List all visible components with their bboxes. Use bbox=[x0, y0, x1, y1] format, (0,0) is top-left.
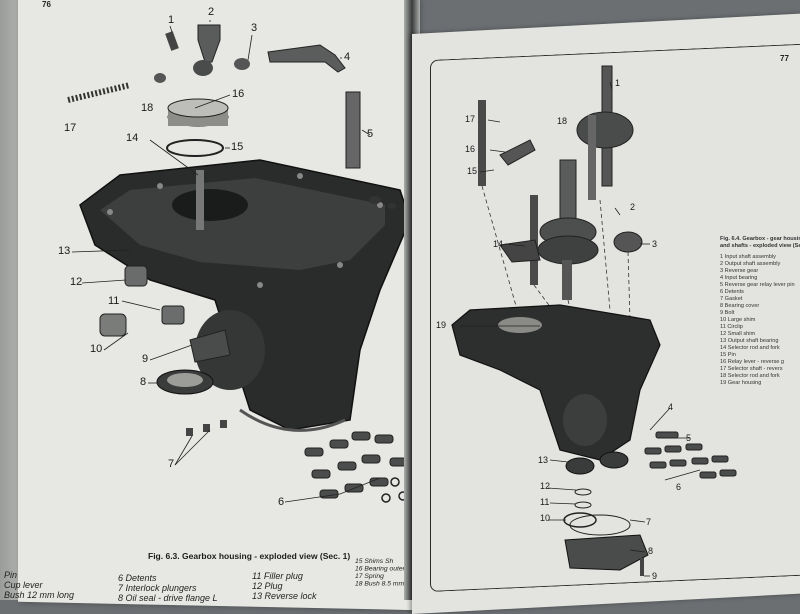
right-page-number: 77 bbox=[780, 54, 789, 63]
legend-item: 3 Reverse gear bbox=[720, 268, 759, 274]
legend-item: 9 Bolt bbox=[720, 310, 735, 316]
left-callout-16: 16 bbox=[232, 88, 245, 100]
right-callout-5: 5 bbox=[686, 433, 692, 443]
right-callout-1: 1 bbox=[615, 78, 621, 88]
legend-item: 15 Pin bbox=[720, 352, 736, 358]
legend-item: 12 Plug bbox=[252, 581, 283, 591]
legend-item: 1 Input shaft assembly bbox=[720, 254, 776, 260]
left-callout-18: 18 bbox=[141, 102, 154, 114]
left-callout-17: 17 bbox=[64, 122, 77, 134]
right-callout-8: 8 bbox=[648, 546, 654, 556]
legend-item: 17 Selector shaft - revers bbox=[720, 366, 783, 372]
left-legend-col3: 11 Filler plug 12 Plug 13 Reverse lock bbox=[252, 571, 317, 601]
right-callout-9: 9 bbox=[652, 571, 658, 581]
legend-item: 16 Bearing outer race bbox=[355, 564, 420, 573]
legend-item: 18 Selector rod and fork bbox=[720, 373, 780, 379]
legend-item: 7 Gasket bbox=[720, 296, 743, 302]
left-page-number: 76 bbox=[42, 0, 51, 9]
caption-line: Fig. 6.4. Gearbox - gear housing bbox=[720, 236, 800, 242]
right-callout-10: 10 bbox=[540, 513, 551, 523]
left-callout-13: 13 bbox=[58, 245, 71, 257]
right-callout-15: 15 bbox=[467, 166, 478, 176]
right-callout-17: 17 bbox=[465, 114, 476, 124]
left-callout-8: 8 bbox=[140, 376, 147, 388]
left-legend-col4: 15 Shims Sh 16 Bearing outer race 17 Spr… bbox=[355, 557, 420, 587]
left-callout-6: 6 bbox=[278, 496, 285, 508]
gear-housing-shafts-diagram bbox=[451, 65, 737, 577]
left-figure-caption: Fig. 6.3. Gearbox housing - exploded vie… bbox=[148, 551, 351, 561]
right-callout-3: 3 bbox=[652, 239, 658, 249]
legend-item: 2 Output shaft assembly bbox=[720, 261, 781, 267]
right-callout-12: 12 bbox=[540, 481, 551, 491]
left-callout-7: 7 bbox=[168, 458, 175, 470]
legend-item: 16 Relay lever - reverse g bbox=[720, 359, 785, 365]
legend-item: 8 Bearing cover bbox=[720, 303, 760, 309]
legend-item: 7 Interlock plungers bbox=[118, 583, 197, 593]
right-callout-7: 7 bbox=[646, 517, 652, 527]
legend-item: 4 Input bearing bbox=[720, 275, 758, 281]
legend-item: 19 Gear housing bbox=[720, 380, 762, 386]
legend-item: 12 Small shim bbox=[720, 331, 756, 337]
left-legend-col1: Pin Cup lever Bush 12 mm long bbox=[4, 570, 74, 600]
right-callout-19: 19 bbox=[436, 320, 447, 330]
legend-item: Bush 12 mm long bbox=[4, 590, 75, 600]
left-callout-12: 12 bbox=[70, 276, 83, 288]
left-callout-1: 1 bbox=[168, 14, 175, 26]
legend-item: 6 Detents bbox=[118, 573, 157, 583]
legend-item: 11 Filler plug bbox=[252, 571, 303, 581]
right-callout-16: 16 bbox=[465, 144, 476, 154]
right-callout-4: 4 bbox=[668, 402, 674, 412]
right-callout-14: 14 bbox=[493, 239, 504, 249]
legend-item: 8 Oil seal - drive flange L bbox=[118, 593, 218, 603]
legend-item: 15 Shims Sh bbox=[355, 557, 394, 565]
right-figure-caption: Fig. 6.4. Gearbox - gear housing and sha… bbox=[720, 236, 800, 387]
caption-line: and shafts - exploded view (Sec. bbox=[720, 243, 800, 249]
left-callout-5: 5 bbox=[367, 128, 374, 140]
legend-item: 11 Circlip bbox=[720, 324, 743, 330]
legend-item: 6 Detents bbox=[720, 289, 744, 295]
left-callout-14: 14 bbox=[126, 132, 139, 144]
right-callout-2: 2 bbox=[630, 202, 636, 212]
right-callout-13: 13 bbox=[538, 455, 549, 465]
left-callout-4: 4 bbox=[344, 51, 351, 63]
left-legend-col2: 6 Detents 7 Interlock plungers 8 Oil sea… bbox=[118, 573, 218, 603]
left-callout-2: 2 bbox=[208, 6, 215, 18]
legend-item: 10 Large shim bbox=[720, 317, 756, 323]
right-callout-11: 11 bbox=[540, 497, 550, 507]
left-callout-11: 11 bbox=[108, 295, 120, 307]
gearbox-housing-diagram bbox=[67, 20, 411, 503]
legend-item: 14 Selector rod and fork bbox=[720, 345, 780, 351]
left-callout-3: 3 bbox=[251, 22, 258, 34]
left-callout-9: 9 bbox=[142, 353, 149, 365]
legend-item: Pin bbox=[4, 570, 18, 580]
legend-item: 13 Reverse lock bbox=[252, 591, 317, 601]
legend-item: 17 Spring bbox=[355, 572, 384, 580]
left-callout-15: 15 bbox=[231, 141, 244, 153]
right-callout-18: 18 bbox=[557, 116, 568, 126]
legend-item: 13 Output shaft bearing bbox=[720, 338, 779, 344]
legend-item: Cup lever bbox=[4, 580, 43, 590]
legend-item: 5 Reverse gear relay lever pin bbox=[720, 282, 795, 288]
right-callout-6: 6 bbox=[676, 482, 682, 492]
legend-item: 18 Bush 8.5 mm long bbox=[355, 579, 419, 588]
left-callout-10: 10 bbox=[90, 343, 103, 355]
